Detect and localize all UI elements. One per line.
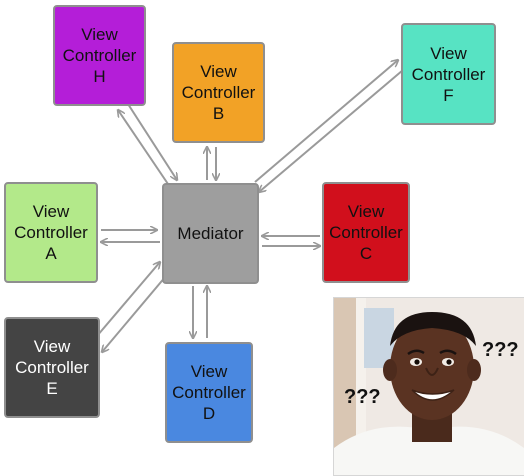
view-controller-d-line-1: View xyxy=(190,362,228,381)
view-controller-h-line-1: View xyxy=(81,25,118,44)
confused-reaction-image: ??? ??? xyxy=(333,297,524,476)
view-controller-d-box: View Controller D xyxy=(165,342,253,443)
arrow-mediator-to-h xyxy=(118,110,169,185)
view-controller-c-box: View Controller C xyxy=(322,182,410,283)
question-marks-left: ??? xyxy=(344,386,381,408)
view-controller-c-line-3: C xyxy=(359,244,373,263)
view-controller-b-line-3: B xyxy=(212,104,225,123)
view-controller-a-line-3: A xyxy=(45,244,57,263)
view-controller-f-line-2: Controller xyxy=(411,64,486,84)
view-controller-f-line-3: F xyxy=(443,85,454,105)
view-controller-d-line-3: D xyxy=(202,404,216,423)
view-controller-e-line-1: View xyxy=(33,337,71,356)
view-controller-h-line-3: H xyxy=(93,67,106,86)
arrow-mediator-to-e xyxy=(102,275,167,352)
view-controller-b-line-1: View xyxy=(200,62,237,81)
question-marks-right: ??? xyxy=(482,339,519,361)
view-controller-c-line-2: Controller xyxy=(329,223,403,242)
mediator-box: Mediator xyxy=(162,183,259,284)
view-controller-b-line-2: Controller xyxy=(181,83,256,102)
view-controller-f-line-1: View xyxy=(430,43,467,63)
arrow-h-to-mediator xyxy=(127,103,177,180)
view-controller-a-line-2: Controller xyxy=(14,223,88,242)
view-controller-d-line-2: Controller xyxy=(172,383,246,402)
view-controller-e-box: View Controller E xyxy=(4,317,100,418)
view-controller-h-line-2: Controller xyxy=(62,46,137,65)
view-controller-a-line-1: View xyxy=(32,202,70,221)
arrow-mediator-to-f xyxy=(254,60,398,183)
view-controller-h-box: View Controller H xyxy=(53,5,146,106)
mediator-label: Mediator xyxy=(177,224,244,243)
view-controller-c-line-1: View xyxy=(347,202,385,221)
arrow-f-to-mediator xyxy=(259,69,404,192)
view-controller-f-box: View Controller F xyxy=(401,23,496,125)
view-controller-e-line-2: Controller xyxy=(15,358,89,377)
view-controller-e-line-3: E xyxy=(46,379,58,398)
confused-face-illustration: ??? ??? xyxy=(334,298,524,475)
view-controller-a-box: View Controller A xyxy=(4,182,98,283)
arrow-e-to-mediator xyxy=(96,262,160,337)
view-controller-b-box: View Controller B xyxy=(172,42,265,143)
